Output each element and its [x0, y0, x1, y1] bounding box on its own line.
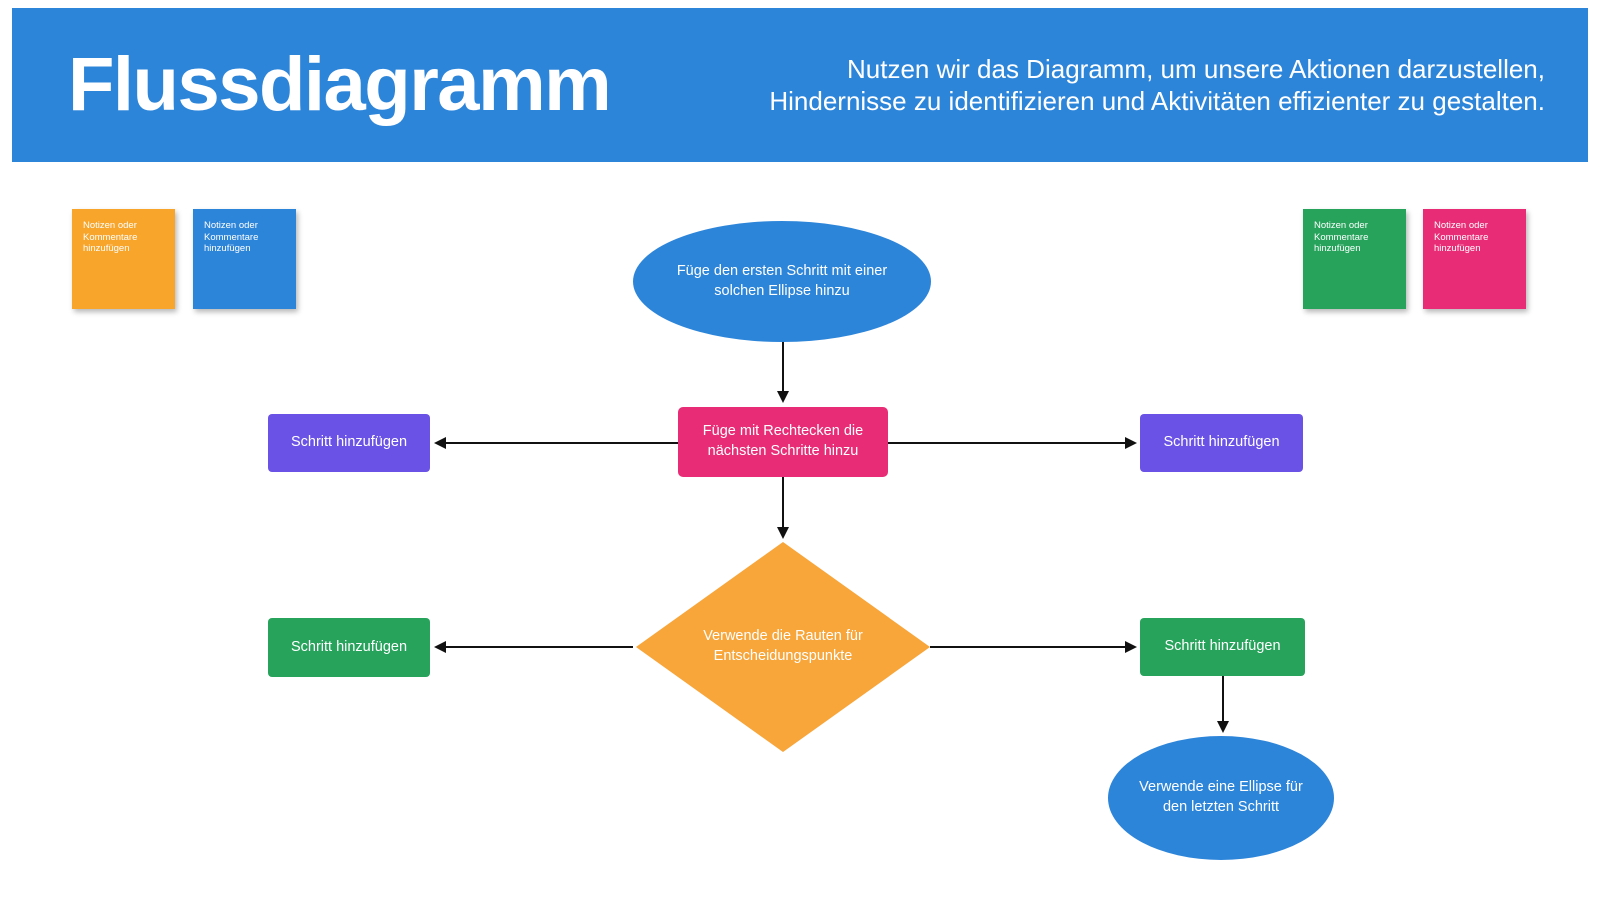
- end-ellipse[interactable]: Verwende eine Ellipse für den letzten Sc…: [1108, 736, 1334, 860]
- sticky-note-text: Notizen oder Kommentare hinzufügen: [1314, 220, 1369, 255]
- step-rectangle-right-1[interactable]: Schritt hinzufügen: [1140, 414, 1303, 472]
- decision-diamond[interactable]: Verwende die Rauten für Entscheidungspun…: [636, 542, 930, 752]
- process-rectangle-label: Füge mit Rechtecken die nächsten Schritt…: [702, 423, 864, 459]
- subtitle-line-1: Nutzen wir das Diagramm, um unsere Aktio…: [847, 53, 1545, 84]
- step-rectangle-right-2[interactable]: Schritt hinzufügen: [1140, 618, 1305, 676]
- sticky-note-pink[interactable]: Notizen oder Kommentare hinzufügen: [1423, 209, 1526, 309]
- sticky-note-text: Notizen oder Kommentare hinzufügen: [204, 220, 259, 255]
- sticky-note-text: Notizen oder Kommentare hinzufügen: [83, 220, 138, 255]
- step-rectangle-left-1[interactable]: Schritt hinzufügen: [268, 414, 430, 472]
- step-rectangle-left-2[interactable]: Schritt hinzufügen: [268, 618, 430, 677]
- process-rectangle[interactable]: Füge mit Rechtecken die nächsten Schritt…: [678, 407, 888, 477]
- end-ellipse-label: Verwende eine Ellipse für den letzten Sc…: [1139, 779, 1303, 815]
- page-title: Flussdiagramm: [68, 42, 612, 127]
- step-label: Schritt hinzufügen: [290, 434, 408, 451]
- step-label: Schritt hinzufügen: [290, 638, 408, 655]
- start-ellipse-label: Füge den ersten Schritt mit einer solche…: [676, 262, 888, 299]
- sticky-note-text: Notizen oder Kommentare hinzufügen: [1434, 220, 1489, 255]
- page-subtitle: Nutzen wir das Diagramm, um unsere Aktio…: [769, 53, 1545, 118]
- start-ellipse[interactable]: Füge den ersten Schritt mit einer solche…: [633, 221, 931, 342]
- step-label: Schritt hinzufügen: [1163, 434, 1280, 451]
- sticky-note-orange[interactable]: Notizen oder Kommentare hinzufügen: [72, 209, 175, 309]
- decision-diamond-label: Verwende die Rauten für Entscheidungspun…: [703, 628, 863, 664]
- sticky-note-green[interactable]: Notizen oder Kommentare hinzufügen: [1303, 209, 1406, 309]
- sticky-note-blue[interactable]: Notizen oder Kommentare hinzufügen: [193, 209, 296, 309]
- subtitle-line-2: Hindernisse zu identifizieren und Aktivi…: [769, 86, 1545, 116]
- step-label: Schritt hinzufügen: [1164, 638, 1281, 655]
- header-banner: Flussdiagramm Nutzen wir das Diagramm, u…: [12, 8, 1588, 162]
